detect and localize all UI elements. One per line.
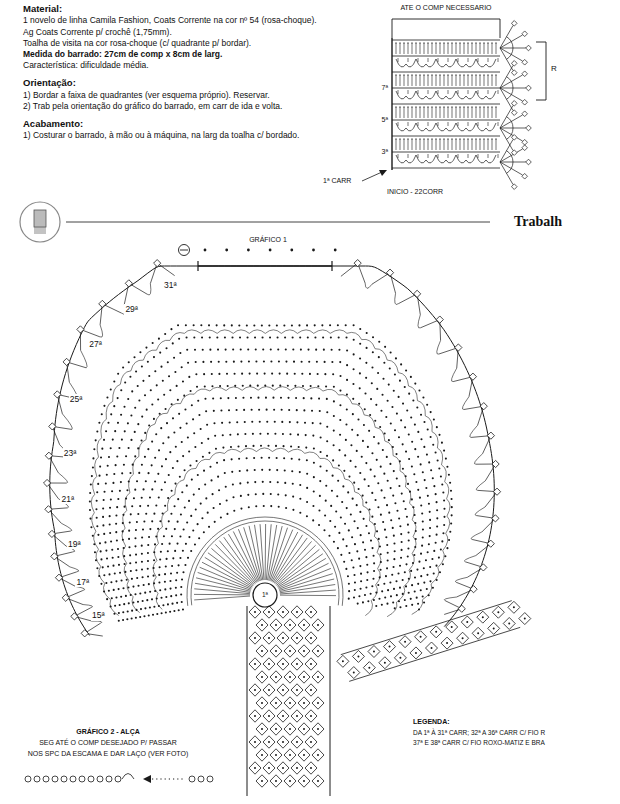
legend-text: DA 1ª À 31ª CARR; 32ª A 36ª CARR C/ FIO … — [412, 729, 546, 737]
repeat-bracket — [536, 42, 546, 100]
row-number: 29ª — [124, 304, 139, 314]
row-number: 19ª — [67, 539, 82, 549]
row-lines — [392, 40, 500, 168]
row-number: 7ª — [381, 84, 389, 92]
materials-text: Toalha de visita na cor rosa-choque (c/ … — [22, 38, 364, 48]
row-number: 1ª — [261, 591, 269, 599]
row-number: 17ª — [75, 577, 90, 587]
direction-arrowhead — [143, 775, 151, 783]
centre-rays — [187, 517, 343, 606]
row-number: 21ª — [60, 494, 75, 504]
bow-dots — [342, 606, 526, 673]
materials-text: 1 novelo de linha Camila Fashion, Coats … — [22, 15, 364, 25]
stitch-symbols — [395, 43, 498, 158]
separator-rule — [66, 222, 490, 223]
width-bracket — [392, 19, 500, 38]
top-row-bar — [198, 265, 332, 266]
strap-edges — [247, 606, 330, 796]
picot-symbols — [511, 21, 531, 190]
stitch-dots — [89, 324, 453, 622]
start-arrow — [362, 172, 382, 181]
centre-ring — [253, 583, 277, 607]
shell-outline — [50, 266, 495, 635]
instruction-text: 2) Trab pela orientação do gráfico do ba… — [22, 101, 364, 111]
row-number: 31ª — [163, 280, 178, 290]
materials-text: Ag Coats Corrente p/ crochê (1,75mm). — [22, 27, 364, 37]
strap-dots — [254, 611, 319, 782]
chart-note: NOS SPC DA ESCAMA E DAR LAÇO (VER FOTO) — [27, 750, 190, 758]
chain-arcs — [396, 59, 496, 163]
section-heading: Orientação: — [22, 77, 364, 88]
chart-title: GRÁFICO 1 — [248, 236, 288, 244]
chart-title: GRÁFICO 2 - ALÇA — [75, 728, 141, 736]
start-marker — [179, 245, 190, 256]
towel-thumbnail — [34, 210, 46, 227]
difficulty-text: Característica: dificuldade média. — [22, 60, 364, 70]
row-number: 3ª — [381, 148, 389, 156]
edge-picots — [43, 260, 500, 637]
edge-loops — [58, 283, 485, 623]
start-marker-bar — [180, 250, 188, 251]
instruction-text: 1) Bordar a faixa de quadrantes (ver esq… — [22, 90, 364, 100]
chain-loops — [91, 330, 450, 617]
chart-note: INICIO - 22CORR — [386, 188, 444, 196]
chain-sample — [25, 774, 213, 783]
row-number: 1ª CARR — [322, 177, 352, 185]
row-number: 25ª — [69, 394, 84, 404]
bracket-label: R — [550, 64, 558, 74]
section-title: Trabalh — [513, 214, 563, 231]
measurement-text: Medida do barrado: 27cm de comp x 8cm de… — [22, 49, 364, 59]
edge-triangles — [47, 263, 497, 636]
top-dots — [204, 249, 337, 252]
towel-fringe — [35, 227, 45, 234]
start-arrowhead — [379, 170, 387, 176]
row-number: 27ª — [88, 339, 103, 349]
row-number: 5ª — [381, 116, 389, 124]
legend-heading: LEGENDA: — [412, 718, 451, 726]
direction-dots — [152, 778, 184, 779]
section-heading: Material: — [22, 3, 364, 14]
legend-text: 37ª E 38ª CARR C/ FIO ROXO-MATIZ E BRA — [412, 739, 546, 747]
row-number: 23ª — [63, 448, 78, 458]
section-heading: Acabamento: — [22, 118, 364, 129]
strap-mesh — [249, 606, 324, 787]
chart-note: SEG ATÉ O COMP DESEJADO P/ PASSAR — [38, 739, 178, 747]
top-row-ticks — [198, 261, 332, 271]
row-number: 15ª — [91, 610, 106, 620]
photo-thumbnail — [20, 202, 60, 242]
bow-mesh — [337, 601, 531, 682]
chart-note: ATE O COMP NECESSARIO — [399, 4, 492, 12]
instruction-text: 1) Costurar o barrado, à mão ou à máquin… — [22, 130, 364, 140]
